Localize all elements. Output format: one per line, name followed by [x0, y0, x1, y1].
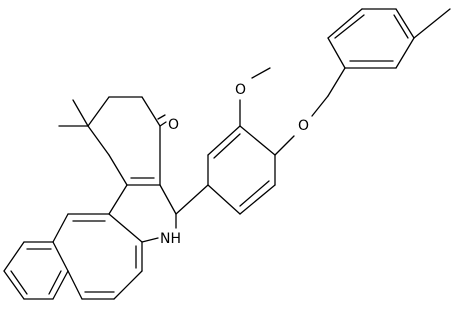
oxygen-methoxy-label: O [235, 82, 246, 98]
oxygen-ketone-label: O [168, 117, 179, 133]
naphthalene-system [3, 213, 143, 300]
nh-amine-label: NH [160, 231, 181, 247]
methoxyphenyl-ring [175, 67, 346, 215]
oxygen-ether-label: O [298, 118, 309, 134]
dihydropyridine-ring [108, 184, 177, 243]
cyclohexenone-ring [58, 96, 167, 186]
tolyl-ring [327, 8, 451, 69]
